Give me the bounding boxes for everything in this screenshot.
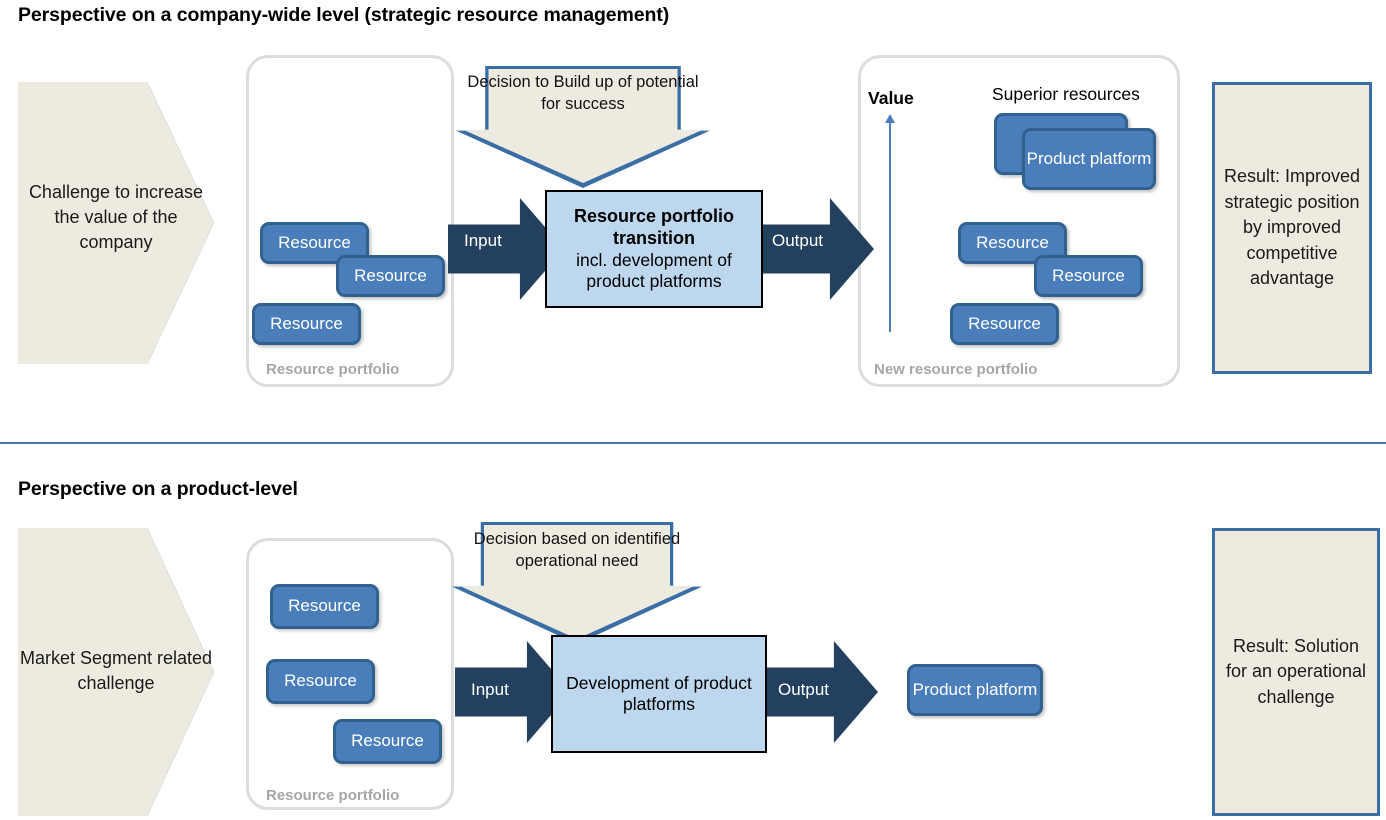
product-platform-chip-front[interactable]: Product platform [1022, 128, 1156, 190]
decision-text-product: Decision based on identified operational… [473, 530, 681, 570]
section-title-company-wide: Perspective on a company-wide level (str… [18, 4, 670, 26]
resource-chip-3-company[interactable]: Resource [252, 303, 361, 345]
output-label-company: Output [772, 231, 824, 250]
section-divider [0, 442, 1386, 444]
resource-chip-1-product[interactable]: Resource [270, 584, 379, 629]
process-subtitle-company: incl. development of product platforms [576, 249, 732, 291]
section-title-product-level: Perspective on a product-level [18, 478, 298, 500]
process-box-product[interactable]: Development of product platforms [551, 635, 767, 753]
result-box-product: Result: Solution for an operational chal… [1212, 528, 1380, 816]
resource-portfolio-label-company: Resource portfolio [266, 361, 400, 378]
resource-chip-2-product[interactable]: Resource [266, 659, 375, 704]
resource-chip-2-company[interactable]: Resource [336, 255, 445, 297]
process-title-company: Resource portfolio transition [573, 206, 734, 248]
process-box-company[interactable]: Resource portfolio transition incl. deve… [545, 190, 763, 308]
decision-text-company: Decision to Build up of potential for su… [467, 73, 699, 113]
value-axis-arrowhead [885, 114, 895, 123]
new-resource-chip-3[interactable]: Resource [950, 303, 1059, 345]
input-label-product: Input [471, 680, 509, 699]
value-axis-line [889, 122, 891, 332]
challenge-text-company: Challenge to increase the value of the c… [28, 182, 204, 252]
resource-portfolio-label-product: Resource portfolio [266, 787, 400, 804]
resource-chip-3-product[interactable]: Resource [333, 719, 442, 764]
result-box-company: Result: Improved strategic position by i… [1212, 82, 1372, 374]
challenge-text-product: Market Segment related challenge [19, 648, 213, 693]
new-resource-chip-2[interactable]: Resource [1034, 255, 1143, 297]
product-platform-chip-product[interactable]: Product platform [907, 664, 1043, 716]
output-label-product: Output [778, 680, 830, 699]
new-resource-portfolio-label: New resource portfolio [874, 361, 1038, 378]
value-axis-label: Value [868, 88, 914, 108]
input-label-company: Input [464, 231, 502, 250]
superior-resources-label: Superior resources [992, 84, 1140, 104]
